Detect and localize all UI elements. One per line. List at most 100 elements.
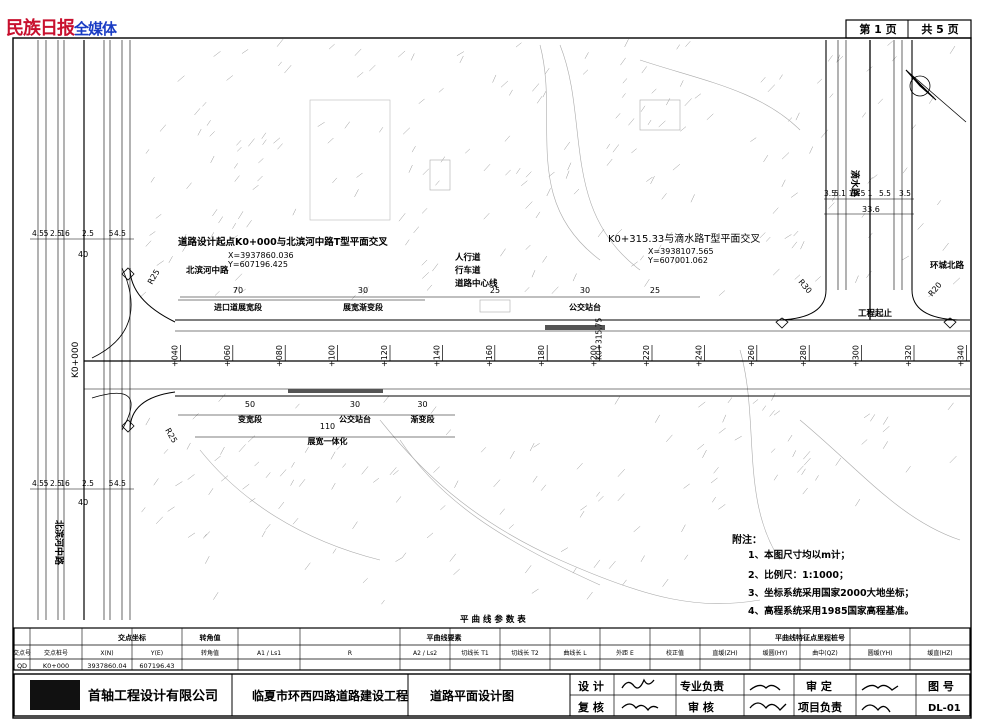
legend-sidewalk: 人行道 xyxy=(455,252,481,263)
end-note-y: Y=607001.062 xyxy=(647,256,708,265)
legend-centerline: 道路中心线 xyxy=(455,278,498,289)
segment-label: 公交站台 xyxy=(339,414,371,424)
label-project-lead: 项目负责 xyxy=(798,700,842,714)
segment-length: 30 xyxy=(358,286,368,295)
project-limit-label: 工程起止 xyxy=(858,308,893,319)
station-label: +300 xyxy=(852,345,861,367)
table-header: 直缓(ZH) xyxy=(712,649,737,657)
right-dim-value: 3.5 xyxy=(824,189,836,198)
main-road xyxy=(84,299,970,438)
right-dim-value: 1 xyxy=(868,189,873,198)
table-header: 交点号 xyxy=(13,649,31,657)
k0-label: K0+000 xyxy=(71,341,81,378)
left-total-bottom: 40 xyxy=(78,498,88,507)
segment-length: 50 xyxy=(245,400,255,409)
dim-value: 16 xyxy=(60,229,70,238)
signatures xyxy=(621,678,899,713)
right-dim-value: 18.5 xyxy=(849,189,866,198)
segment-length: 25 xyxy=(650,286,660,295)
drawing-frame xyxy=(12,37,972,719)
left-total-top: 40 xyxy=(78,250,88,259)
segment-label: 展宽渐变段 xyxy=(342,302,383,312)
table-header: 交点桩号 xyxy=(44,649,68,657)
segment-label: 进口道展宽段 xyxy=(214,302,262,312)
dim-value: 2.5 xyxy=(50,479,62,488)
note-4: 4、高程系统采用1985国家高程基准。 xyxy=(748,605,914,617)
right-dim-value: 5.5 xyxy=(879,189,891,198)
page-total: 共 5 页 xyxy=(921,23,959,36)
segment-length: 70 xyxy=(233,286,243,295)
label-approve: 审 定 xyxy=(806,679,832,693)
dim-value: 4.5 xyxy=(114,479,126,488)
dim-value: 2.5 xyxy=(50,229,62,238)
right-dim-value: 5.1 xyxy=(834,189,846,198)
table-header: 曲中(QZ) xyxy=(812,649,838,657)
segment-label: 公交站台 xyxy=(569,302,601,312)
station-ticks: +040+060+080+100+120+140+160+180+200+220… xyxy=(170,318,967,367)
station-label: +060 xyxy=(223,345,232,367)
ring-road-label: 环城北路 xyxy=(930,260,965,271)
right-road-total: 33.6 xyxy=(862,205,880,214)
segment-length: 30 xyxy=(350,400,360,409)
dim-value: 5 xyxy=(109,479,114,488)
station-label: +160 xyxy=(485,345,494,367)
table-header: A2 / Ls2 xyxy=(413,650,437,657)
table-header: 圆缓(YH) xyxy=(868,649,893,657)
end-note-x: X=3938107.565 xyxy=(648,247,714,256)
start-note-x: X=3937860.036 xyxy=(228,251,294,260)
right-r30: R30 xyxy=(796,278,813,296)
table-group-header: 平曲线要素 xyxy=(427,633,462,642)
drawing-name: 道路平面设计图 xyxy=(430,688,514,703)
table-header: Y(E) xyxy=(150,650,163,657)
table-header: 切线长 T1 xyxy=(461,649,489,657)
segment-label: 展宽一体化 xyxy=(307,436,348,446)
label-design: 设 计 xyxy=(578,679,604,693)
segment-length: 30 xyxy=(580,286,590,295)
table-header: X(N) xyxy=(100,650,113,657)
page-number: 第 1 页 xyxy=(859,23,897,36)
station-label: +120 xyxy=(380,345,389,367)
note-1: 1、本图尺寸均以m计； xyxy=(748,549,850,561)
station-label: +320 xyxy=(904,345,913,367)
segment-length: 110 xyxy=(320,422,335,431)
station-label: +220 xyxy=(642,345,651,367)
table-cell: 607196.43 xyxy=(139,662,174,670)
table-cell: 3937860.04 xyxy=(87,662,126,670)
dim-value: 2.5 xyxy=(82,479,94,488)
left-r25-bot: R25 xyxy=(163,427,179,445)
left-road xyxy=(37,40,176,620)
note-3: 3、坐标系统采用国家2000大地坐标； xyxy=(748,587,914,599)
watermark-logo: 民族日报全媒体 xyxy=(6,18,117,39)
legend-lane: 行车道 xyxy=(454,265,481,276)
right-road xyxy=(775,40,959,329)
table-header: 曲线长 L xyxy=(563,649,587,657)
param-table-caption: 平 曲 线 参 数 表 xyxy=(460,614,526,625)
end-note-title: K0+315.33与滴水路T型平面交叉 xyxy=(608,232,760,245)
dim-value: 2.5 xyxy=(82,229,94,238)
station-label: +260 xyxy=(747,345,756,367)
dim-value: 4.5 xyxy=(32,479,44,488)
dim-value: 4.5 xyxy=(114,229,126,238)
station-label: +100 xyxy=(328,345,337,367)
table-header: 校正值 xyxy=(666,649,684,657)
label-review: 审 核 xyxy=(688,700,714,714)
segment-length: 25 xyxy=(490,286,500,295)
label-drawing-no: 图 号 xyxy=(928,680,954,693)
dim-value: 16 xyxy=(60,479,70,488)
note-2: 2、比例尺：1:1000； xyxy=(748,569,848,581)
top-segments: 70 进口道展宽段 30 展宽渐变段 25 30 公交站台 25 xyxy=(180,286,700,312)
terrain-background xyxy=(139,38,961,605)
notes-title: 附注： xyxy=(732,533,762,546)
table-header: A1 / Ls1 xyxy=(257,650,281,657)
right-dim-value: 3.5 xyxy=(899,189,911,198)
dim-value: 5 xyxy=(44,479,49,488)
segment-label: 变宽段 xyxy=(238,414,262,424)
station-label: +280 xyxy=(799,345,808,367)
station-label: +140 xyxy=(432,345,441,367)
